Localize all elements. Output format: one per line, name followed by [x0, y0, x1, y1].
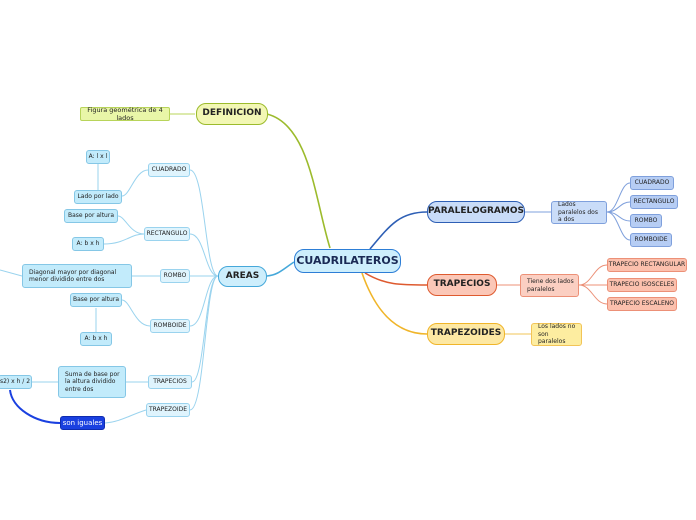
paralelogramos-desc[interactable]: Lados paralelos dos a dos	[551, 201, 607, 224]
areas-trapecios[interactable]: TRAPECIOS	[148, 375, 192, 389]
paralelogramos-item-cuadrado[interactable]: CUADRADO	[630, 176, 674, 190]
paralelogramos-item-rectangulo[interactable]: RECTANGULO	[630, 195, 678, 209]
areas-rombo[interactable]: ROMBO	[160, 269, 190, 283]
central-topic-cuadrilateros[interactable]: CUADRILATEROS	[294, 249, 401, 273]
areas-cuadrado-formula[interactable]: A: l x l	[86, 150, 110, 164]
trapecios-item-isosceles[interactable]: TRAPECIO ISOSCELES	[607, 278, 677, 292]
son-iguales-tag[interactable]: son iguales	[60, 416, 105, 430]
areas-trapezoide[interactable]: TRAPEZOIDE	[146, 403, 190, 417]
paralelogramos-item-romboide[interactable]: ROMBOIDE	[630, 233, 672, 247]
definicion-text[interactable]: Figura geométrica de 4 lados	[80, 106, 170, 122]
topic-trapezoides[interactable]: TRAPEZOIDES	[427, 323, 505, 345]
trapecios-item-rectangular[interactable]: TRAPECIO RECTANGULAR	[607, 258, 687, 272]
areas-romboide-note[interactable]: Base por altura	[70, 293, 122, 307]
areas-cuadrado-note[interactable]: Lado por lado	[74, 190, 122, 204]
trapecios-desc[interactable]: Tiene dos lados paralelos	[520, 274, 579, 297]
areas-rombo-note[interactable]: Diagonal mayor por diagonal menor dividi…	[22, 264, 132, 288]
areas-rectangulo-formula[interactable]: A: b x h	[72, 237, 104, 251]
areas-rectangulo[interactable]: RECTANGULO	[144, 227, 190, 241]
trapecios-item-escaleno[interactable]: TRAPECIO ESCALENO	[607, 297, 677, 311]
trapezoides-desc[interactable]: Los lados no son paralelos	[531, 323, 582, 346]
topic-areas[interactable]: AREAS	[218, 266, 267, 287]
areas-romboide[interactable]: ROMBOIDE	[150, 319, 190, 333]
topic-paralelogramos[interactable]: PARALELOGRAMOS	[427, 201, 525, 223]
areas-rectangulo-note[interactable]: Base por altura	[64, 209, 118, 223]
areas-cuadrado[interactable]: CUADRADO	[148, 163, 190, 177]
topic-trapecios[interactable]: TRAPECIOS	[427, 274, 497, 296]
areas-trapecios-formula[interactable]: s2) x h / 2	[0, 375, 32, 389]
areas-romboide-formula[interactable]: A: b x h	[80, 332, 112, 346]
paralelogramos-item-rombo[interactable]: ROMBO	[630, 214, 662, 228]
topic-definicion[interactable]: DEFINICION	[196, 103, 268, 125]
areas-trapecios-note[interactable]: Suma de base por la altura dividido entr…	[58, 366, 126, 398]
